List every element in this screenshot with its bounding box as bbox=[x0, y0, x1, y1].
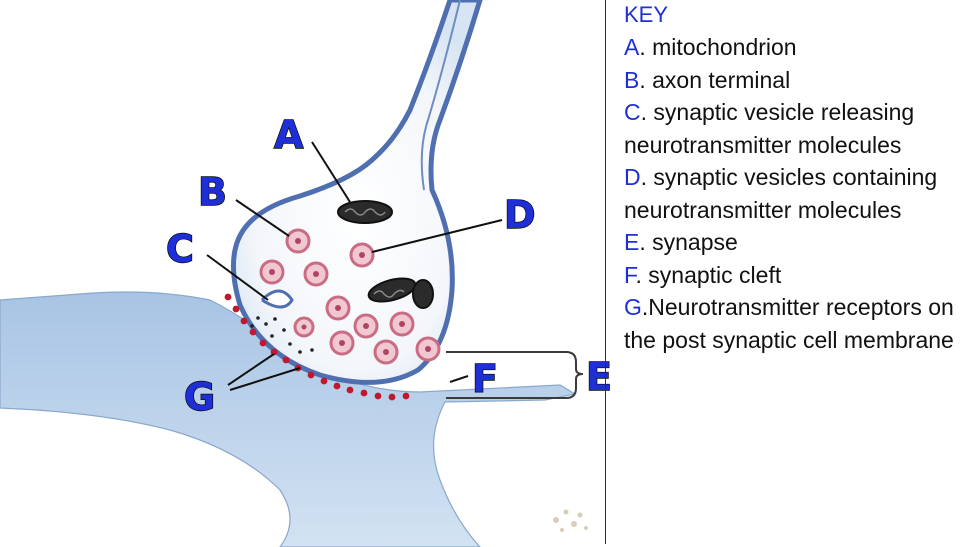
mitochondrion bbox=[413, 280, 433, 308]
key-text: . synaptic vesicle releasing neurotransm… bbox=[624, 99, 914, 158]
key-text: . mitochondrion bbox=[639, 34, 796, 60]
leader-f bbox=[450, 376, 468, 382]
key-text: . synaptic cleft bbox=[636, 262, 782, 288]
label-g: G bbox=[184, 375, 215, 419]
key-letter: A bbox=[624, 34, 639, 60]
key-letter: D bbox=[624, 164, 641, 190]
key-text: .Neurotransmitter receptors on the post … bbox=[624, 294, 954, 353]
texture-smudge bbox=[553, 510, 588, 533]
key-letter: E bbox=[624, 229, 639, 255]
label-c: C bbox=[166, 227, 194, 271]
key-item-f: F. synaptic cleft bbox=[624, 259, 966, 292]
key-letter: B bbox=[624, 67, 639, 93]
label-b: B bbox=[198, 170, 227, 214]
label-a: A bbox=[274, 113, 304, 157]
key-letter: F bbox=[624, 262, 636, 288]
label-f: F bbox=[472, 357, 498, 401]
synapse-diagram: A B C D E F G bbox=[0, 0, 610, 547]
key-item-e: E. synapse bbox=[624, 226, 966, 259]
key-item-d: D. synaptic vesicles containing neurotra… bbox=[624, 161, 966, 226]
label-d: D bbox=[504, 193, 536, 237]
key-letter: G bbox=[624, 294, 642, 320]
key-panel: KEY A. mitochondrion B. axon terminal C.… bbox=[605, 0, 966, 544]
key-title: KEY bbox=[624, 0, 966, 31]
key-text: . synaptic vesicles containing neurotran… bbox=[624, 164, 937, 223]
key-item-c: C. synaptic vesicle releasing neurotrans… bbox=[624, 96, 966, 161]
key-item-a: A. mitochondrion bbox=[624, 31, 966, 64]
key-text: . axon terminal bbox=[639, 67, 790, 93]
key-item-g: G.Neurotransmitter receptors on the post… bbox=[624, 291, 966, 356]
key-letter: C bbox=[624, 99, 641, 125]
key-text: . synapse bbox=[639, 229, 737, 255]
key-item-b: B. axon terminal bbox=[624, 64, 966, 97]
